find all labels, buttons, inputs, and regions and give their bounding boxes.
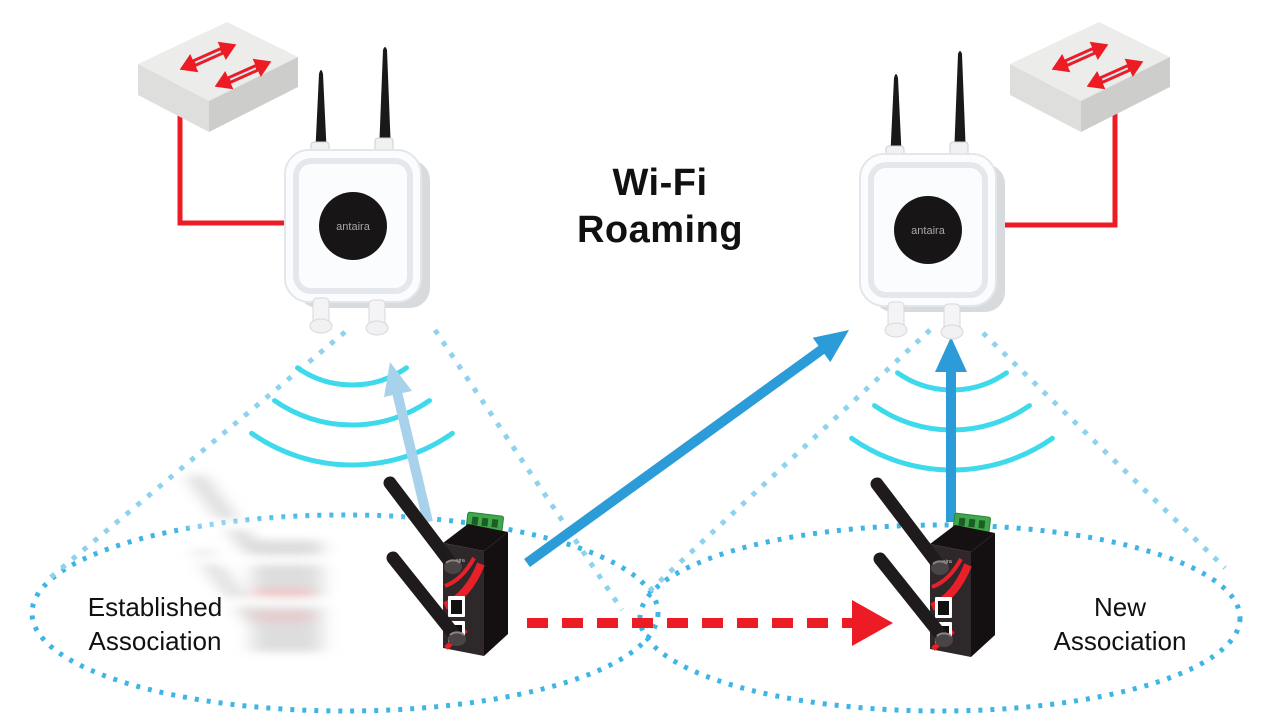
new-association-label: New Association	[1010, 590, 1230, 658]
network-switch-right	[1010, 22, 1170, 132]
established-label-line2: Association	[88, 626, 222, 656]
client-ghost	[185, 473, 440, 652]
established-link-arrow	[384, 362, 433, 524]
ap-antenna-left-icon	[310, 70, 330, 158]
coverage-cone-left	[43, 328, 625, 612]
client-antenna-lower-icon	[386, 551, 466, 646]
coverage-cone-right	[643, 328, 1227, 597]
new-label-line1: New	[1093, 592, 1146, 622]
movement-arrow	[527, 600, 893, 646]
ap-antenna-right-icon	[374, 47, 394, 154]
title-line1: Wi-Fi	[612, 162, 708, 204]
new-link-arrow	[935, 337, 967, 522]
wifi-waves-left	[249, 365, 455, 468]
ethernet-cable-left	[177, 100, 288, 226]
client-device-middle: antaira	[383, 476, 508, 656]
ap-bottom-connectors	[309, 297, 389, 336]
client-device-right	[877, 484, 995, 657]
established-association-label: Established Association	[45, 590, 265, 658]
network-switch-left	[138, 22, 298, 132]
access-point-left: antaira	[284, 47, 430, 336]
ap-logo-text: antaira	[336, 221, 371, 233]
coverage-area-ellipse-left	[29, 512, 661, 714]
ap-logo-badge	[319, 192, 387, 260]
title-line2: Roaming	[576, 209, 744, 251]
access-point-right	[860, 51, 1005, 339]
new-label-line2: Association	[1053, 626, 1187, 656]
ethernet-cable-right	[1000, 95, 1118, 228]
roaming-arrow	[524, 330, 849, 568]
established-label-line1: Established	[87, 592, 223, 622]
diagram-title: Wi-Fi Roaming	[540, 160, 780, 254]
client-antenna-upper-icon	[383, 476, 462, 574]
